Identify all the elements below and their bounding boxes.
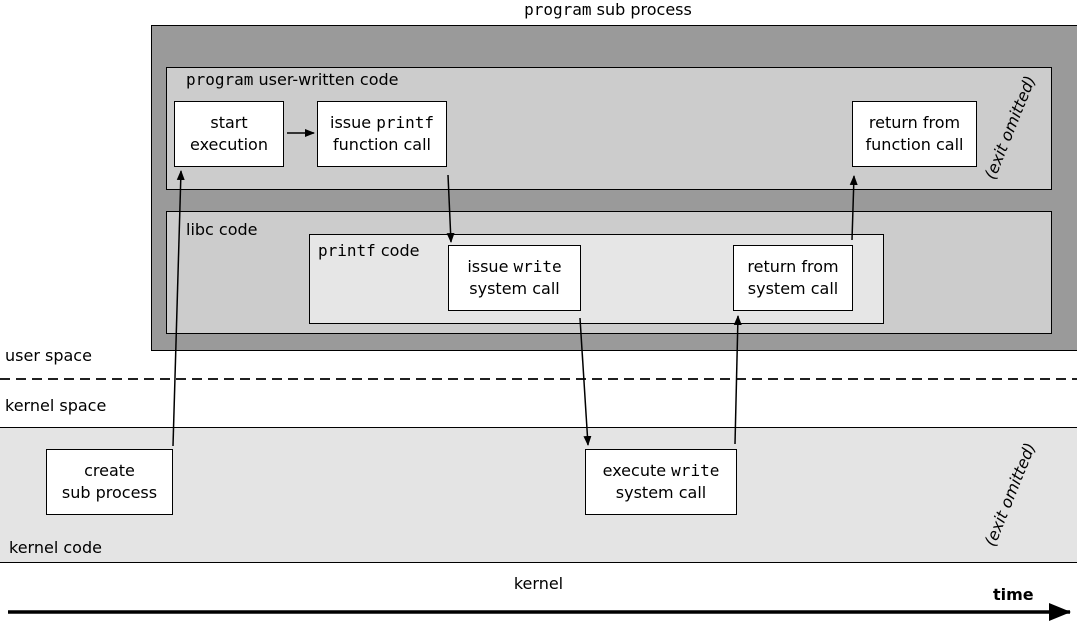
return-syscall-line1: return from <box>747 257 839 276</box>
printf-call-box: issue printf function call <box>317 101 447 167</box>
user-code-title: program user-written code <box>186 70 399 89</box>
return-function-line2: function call <box>865 135 964 154</box>
libc-title: libc code <box>186 220 258 239</box>
printf-code-title: printf code <box>318 241 420 260</box>
start-execution-line2: execution <box>190 135 268 154</box>
issue-write-line1: issue write <box>467 257 562 276</box>
time-label: time <box>993 585 1034 604</box>
return-syscall-line2: system call <box>747 279 839 298</box>
issue-write-line2: system call <box>469 279 560 298</box>
printf-call-line1: issue printf <box>330 113 434 132</box>
kernel-label: kernel <box>513 574 564 593</box>
process-title: program sub process <box>524 0 692 19</box>
arrow-create-to-start <box>172 170 185 447</box>
kernel-space-label: kernel space <box>5 396 107 415</box>
kernel-code-band <box>0 427 1077 563</box>
start-execution-line1: start <box>210 113 248 132</box>
create-sub-process-box: create sub process <box>46 449 173 515</box>
execute-write-box: execute write system call <box>585 449 737 515</box>
printf-call-line2: function call <box>333 135 431 154</box>
user-space-label: user space <box>5 346 92 365</box>
return-from-system-call-box: return from system call <box>733 245 853 311</box>
kernel-code-label: kernel code <box>9 538 102 557</box>
arrow-return-syscall-to-return-function <box>849 175 858 241</box>
execute-write-line1: execute write <box>602 461 720 480</box>
create-line2: sub process <box>61 483 158 502</box>
execute-write-line2: system call <box>615 483 707 502</box>
start-execution-box: start execution <box>174 101 284 167</box>
issue-write-box: issue write system call <box>448 245 581 311</box>
return-function-line1: return from <box>868 113 961 132</box>
return-from-function-box: return from function call <box>852 101 977 167</box>
arrow-execute-to-return-syscall <box>733 315 742 445</box>
create-line1: create <box>84 461 135 480</box>
arrow-printf-to-write <box>446 174 455 243</box>
arrow-write-to-execute <box>579 317 592 446</box>
